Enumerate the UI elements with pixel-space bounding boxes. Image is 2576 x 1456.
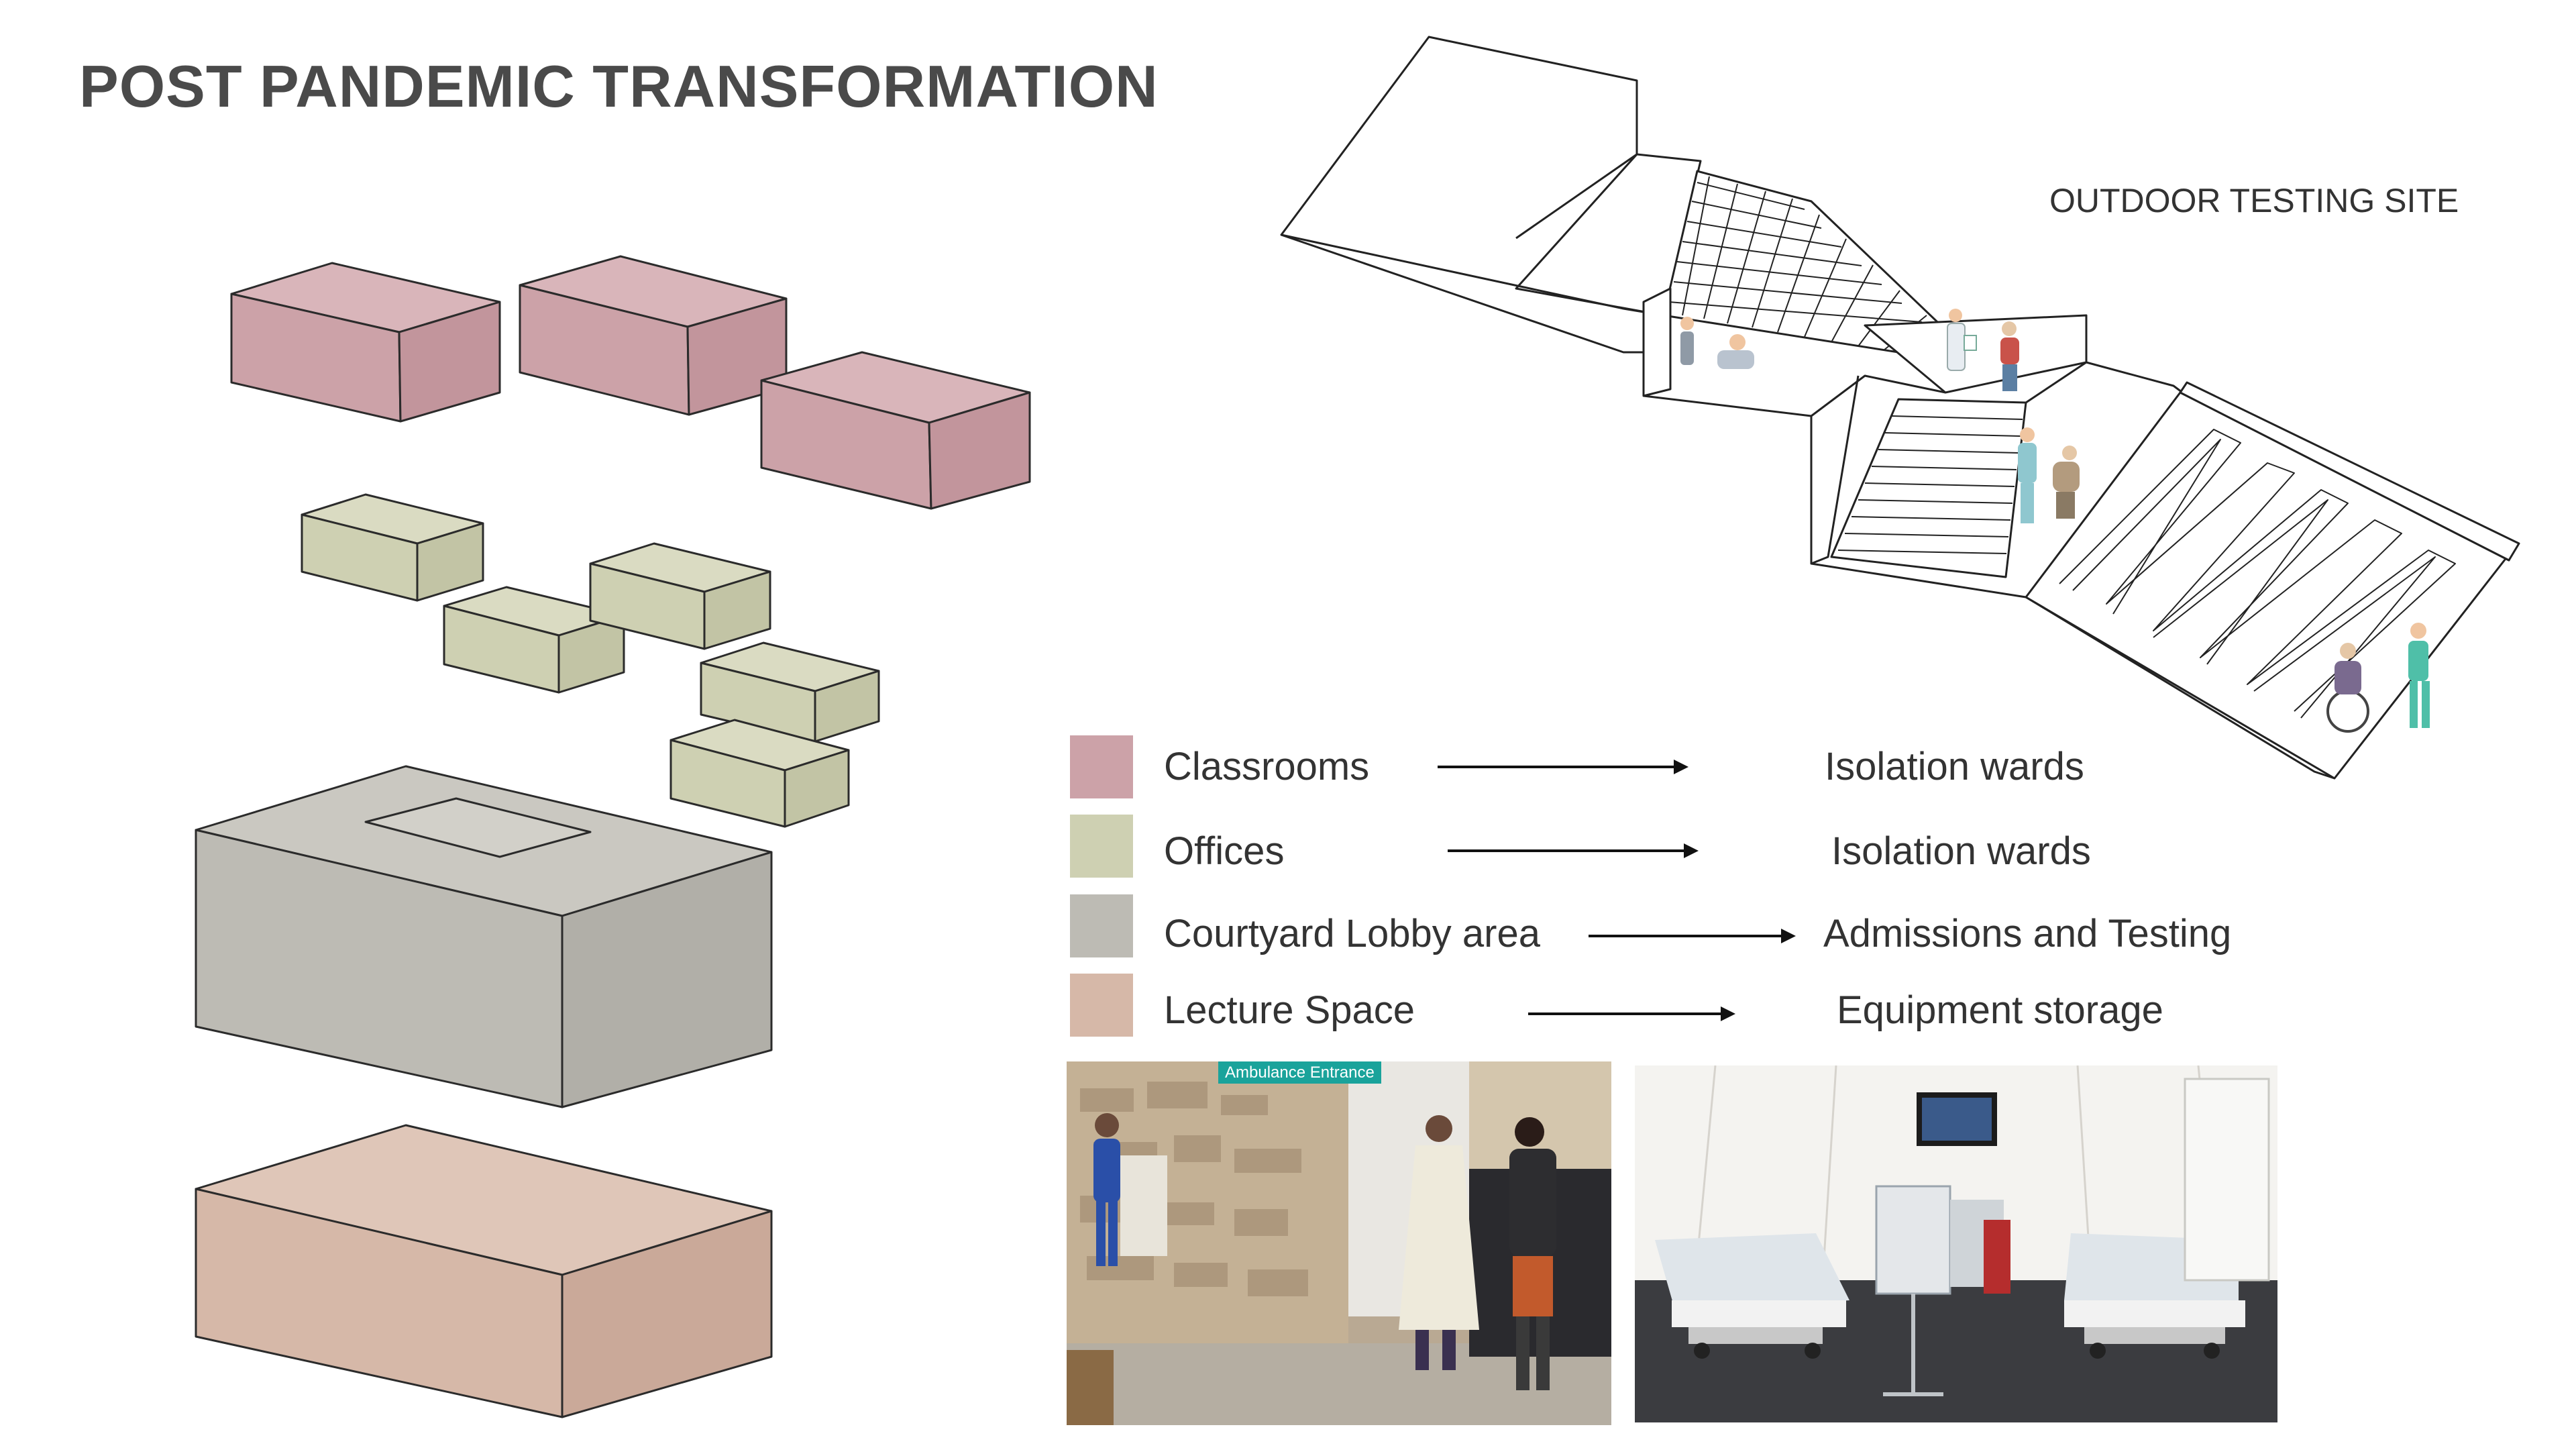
- legend-swatch: [1070, 815, 1133, 878]
- office-block: [669, 719, 850, 828]
- photo-drive-through-testing: Ambulance Entrance: [1067, 1061, 1611, 1425]
- legend-swatch: [1070, 894, 1133, 957]
- transform-arrow: [1438, 760, 1688, 774]
- legend-swatch: [1070, 735, 1133, 798]
- classroom-block: [760, 351, 1031, 510]
- courtyard-opening: [364, 797, 592, 858]
- legend-from-label: Courtyard Lobby area: [1164, 912, 1540, 955]
- photo-isolation-ward-beds: [1635, 1065, 2277, 1422]
- transform-arrow: [1528, 1006, 1735, 1021]
- legend-to-label: Isolation wards: [1831, 829, 2091, 873]
- people-figures: [1680, 309, 2430, 733]
- exploded-axonometric-diagram: [195, 255, 1031, 1418]
- photo-illustration: [1067, 1061, 1611, 1425]
- photo-illustration: [1635, 1065, 2277, 1422]
- outdoor-testing-site-label: OUTDOOR TESTING SITE: [2049, 182, 2459, 219]
- lecture-block: [195, 1124, 773, 1418]
- ambulance-entrance-sign: Ambulance Entrance: [1218, 1061, 1381, 1084]
- transform-arrow: [1589, 929, 1796, 943]
- legend-to-label: Admissions and Testing: [1823, 912, 2232, 955]
- office-block: [443, 586, 625, 694]
- legend-from-label: Classrooms: [1164, 745, 1370, 788]
- page-title: POST PANDEMIC TRANSFORMATION: [79, 53, 1159, 119]
- outdoor-testing-site-drawing: [1280, 36, 2520, 780]
- office-block: [301, 493, 484, 602]
- legend-from-label: Lecture Space: [1164, 988, 1415, 1032]
- courtyard-block: [195, 765, 773, 1108]
- office-block: [700, 641, 880, 743]
- legend-to-label: Isolation wards: [1825, 745, 2084, 788]
- classroom-block: [230, 262, 501, 423]
- legend-from-label: Offices: [1164, 829, 1285, 873]
- office-block: [589, 542, 771, 650]
- transform-arrow: [1448, 843, 1699, 858]
- legend-swatch: [1070, 974, 1133, 1037]
- legend-to-label: Equipment storage: [1837, 988, 2163, 1032]
- classroom-block: [519, 255, 788, 416]
